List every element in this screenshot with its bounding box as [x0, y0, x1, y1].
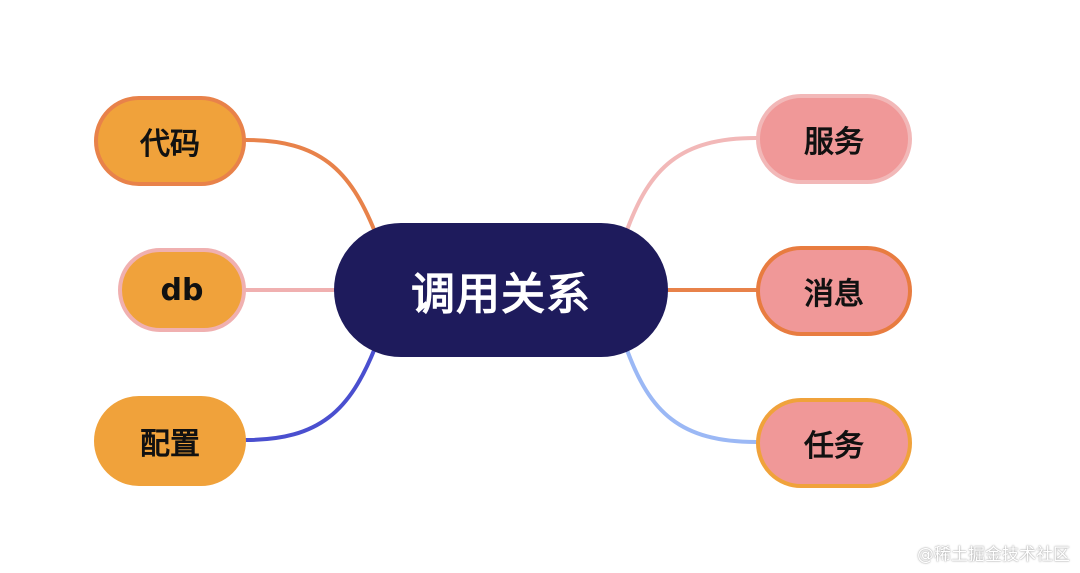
connector-task	[625, 348, 758, 444]
branch-label-code: 代码	[140, 127, 200, 162]
branch-label-service: 服务	[804, 125, 864, 160]
branch-node-db: db	[118, 248, 246, 332]
branch-node-code: 代码	[94, 96, 246, 186]
branch-label-message: 消息	[804, 277, 864, 312]
branch-node-message: 消息	[756, 246, 912, 336]
branch-label-config: 配置	[140, 427, 200, 462]
branch-label-task: 任务	[804, 429, 864, 464]
branch-label-db: db	[160, 272, 204, 308]
branch-node-service: 服务	[756, 94, 912, 184]
watermark: @稀土掘金技术社区	[917, 545, 1070, 565]
center-node-invocation-relations: 调用关系	[334, 223, 668, 357]
connector-code	[244, 138, 377, 234]
connector-config	[244, 346, 377, 442]
branch-node-config: 配置	[94, 396, 246, 486]
center-node-label: 调用关系	[411, 269, 591, 320]
branch-node-task: 任务	[756, 398, 912, 488]
connector-service	[625, 136, 758, 232]
